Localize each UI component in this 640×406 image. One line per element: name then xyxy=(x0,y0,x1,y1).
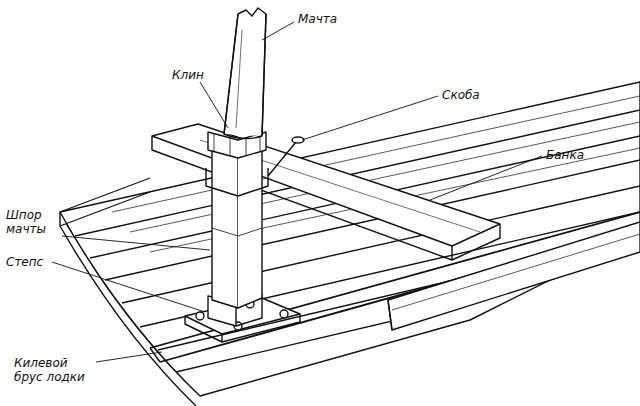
part-label: Мачта xyxy=(298,12,378,26)
part-label: Банка xyxy=(546,148,616,162)
part-label: Клин xyxy=(172,68,232,82)
part-label: Шпор мачты xyxy=(6,208,62,236)
part-label: Килевой брус лодки xyxy=(14,356,96,384)
part-label: Скоба xyxy=(442,88,512,102)
part-label: Степс xyxy=(6,255,66,269)
